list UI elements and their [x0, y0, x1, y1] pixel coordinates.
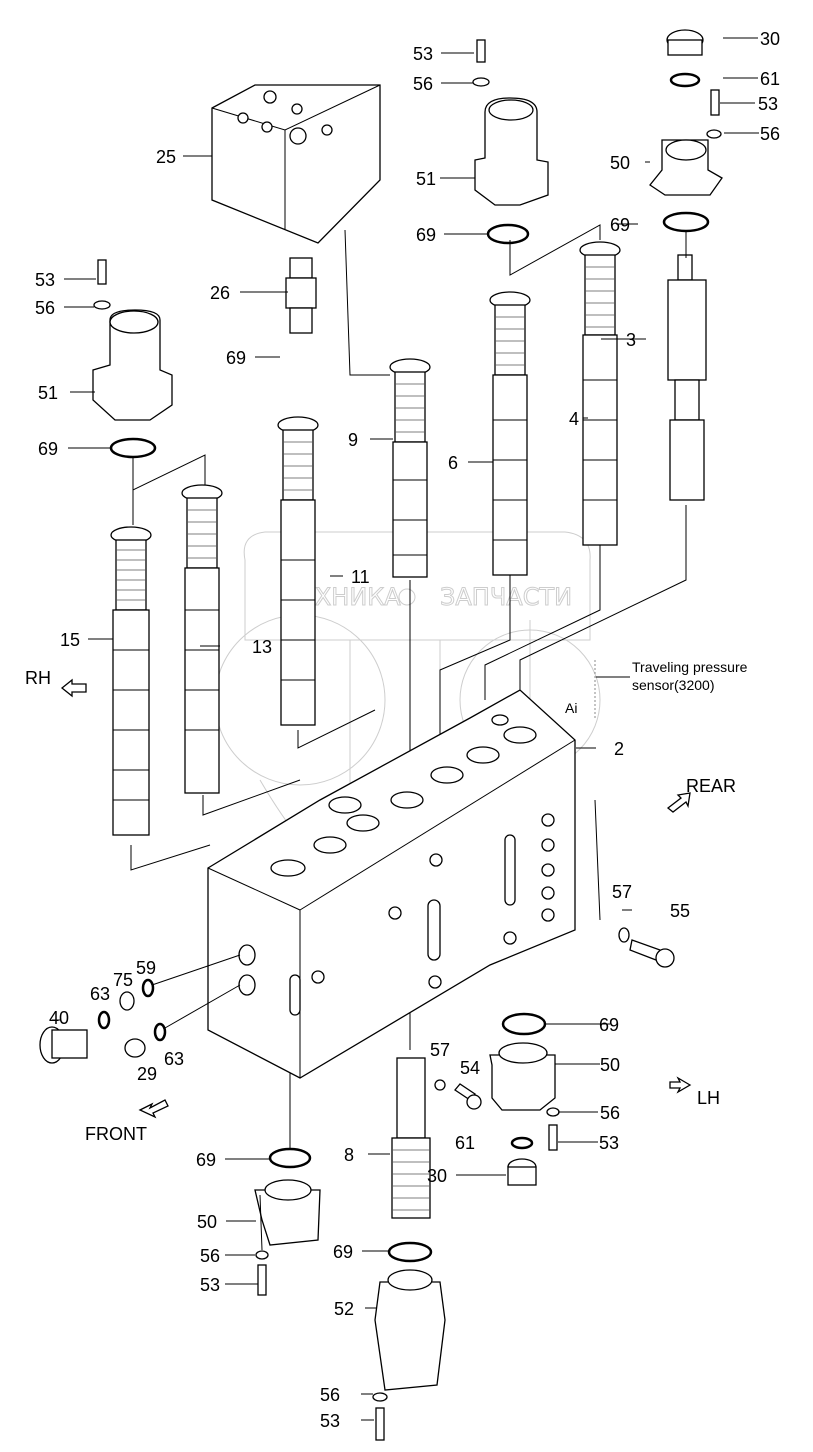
arrow-rh-icon [60, 678, 87, 698]
direction-arrows [60, 678, 692, 1119]
sensor-annotation: Traveling pressure sensor(3200) Ai [565, 659, 748, 716]
part-2-valve-body [207, 689, 576, 1079]
direction-rear: REAR [686, 776, 736, 796]
callout-56: 56 [600, 1103, 620, 1123]
part-6-spool [489, 291, 531, 576]
sensor-label-line2: sensor(3200) [632, 677, 715, 693]
callout-69: 69 [38, 439, 58, 459]
part-55-bolt [618, 927, 675, 968]
callout-52: 52 [334, 1299, 354, 1319]
part-40-plug [39, 954, 241, 1064]
callout-50: 50 [610, 153, 630, 173]
callout-53: 53 [35, 270, 55, 290]
direction-lh: LH [697, 1088, 720, 1108]
part-50-cap-lower-left [254, 1115, 321, 1296]
callout-50: 50 [600, 1055, 620, 1075]
callout-40: 40 [49, 1008, 69, 1028]
direction-labels: RH REAR LH FRONT [25, 668, 736, 1144]
callout-51: 51 [38, 383, 58, 403]
callout-51: 51 [416, 169, 436, 189]
callout-57: 57 [612, 882, 632, 902]
leader-lines [130, 224, 687, 1150]
callout-69: 69 [610, 215, 630, 235]
callout-4: 4 [569, 409, 579, 429]
part-25-block [211, 84, 381, 244]
callout-63: 63 [90, 984, 110, 1004]
callout-75: 75 [113, 970, 133, 990]
callout-61: 61 [455, 1133, 475, 1153]
callout-69: 69 [196, 1150, 216, 1170]
arrow-rear-icon [666, 792, 691, 813]
callout-50: 50 [197, 1212, 217, 1232]
part-3-spool [667, 254, 707, 501]
sensor-label-line1: Traveling pressure [632, 659, 748, 675]
callout-11: 11 [351, 567, 370, 587]
part-15-spool [110, 526, 152, 836]
callout-8: 8 [344, 1145, 354, 1165]
callout-26: 26 [210, 283, 230, 303]
callout-54: 54 [460, 1058, 480, 1078]
part-51-cap-left [92, 259, 173, 459]
callout-63: 63 [164, 1049, 184, 1069]
callout-69: 69 [599, 1015, 619, 1035]
callout-53: 53 [413, 44, 433, 64]
callout-69: 69 [333, 1242, 353, 1262]
callout-9: 9 [348, 430, 358, 450]
callout-30: 30 [760, 29, 780, 49]
part-9-spool [389, 358, 431, 578]
spools [110, 241, 621, 836]
callout-56: 56 [413, 74, 433, 94]
callout-15: 15 [60, 630, 80, 650]
callout-29: 29 [137, 1064, 157, 1084]
part-4-spool [579, 241, 621, 546]
callout-59: 59 [136, 958, 156, 978]
port-label-ai: Ai [565, 700, 577, 716]
part-50-cap-top-right [649, 29, 723, 233]
part-8-spool [372, 1057, 446, 1441]
callout-56: 56 [760, 124, 780, 144]
callout-56: 56 [320, 1385, 340, 1405]
callout-6: 6 [448, 453, 458, 473]
callout-53: 53 [758, 94, 778, 114]
part-13-spool [181, 484, 223, 794]
part-51-cap-top [472, 39, 549, 245]
callout-13: 13 [252, 637, 272, 657]
part-11-spool [277, 416, 319, 726]
callout-3: 3 [626, 330, 636, 350]
part-50-cap-lower-right [434, 1012, 560, 1186]
callout-69: 69 [416, 225, 436, 245]
direction-front: FRONT [85, 1124, 147, 1144]
watermark-text-right: ЗАПЧАСТИ [440, 583, 572, 611]
gear-icon [398, 588, 416, 606]
direction-rh: RH [25, 668, 51, 688]
callout-56: 56 [200, 1246, 220, 1266]
callout-56: 56 [35, 298, 55, 318]
arrow-front-icon [138, 1099, 169, 1119]
callout-labels: 53 56 51 25 69 30 61 53 56 50 69 3 26 69… [35, 29, 780, 1431]
callout-53: 53 [320, 1411, 340, 1431]
callout-55: 55 [670, 901, 690, 921]
callout-53: 53 [200, 1275, 220, 1295]
callout-69: 69 [226, 348, 246, 368]
callout-61: 61 [760, 69, 780, 89]
callout-leaders [52, 37, 759, 1421]
callout-2: 2 [614, 739, 624, 759]
callout-25: 25 [156, 147, 176, 167]
callout-57: 57 [430, 1040, 450, 1060]
callout-53: 53 [599, 1133, 619, 1153]
callout-30: 30 [427, 1166, 447, 1186]
arrow-lh-icon [669, 1076, 692, 1094]
part-26-plug [285, 257, 317, 334]
